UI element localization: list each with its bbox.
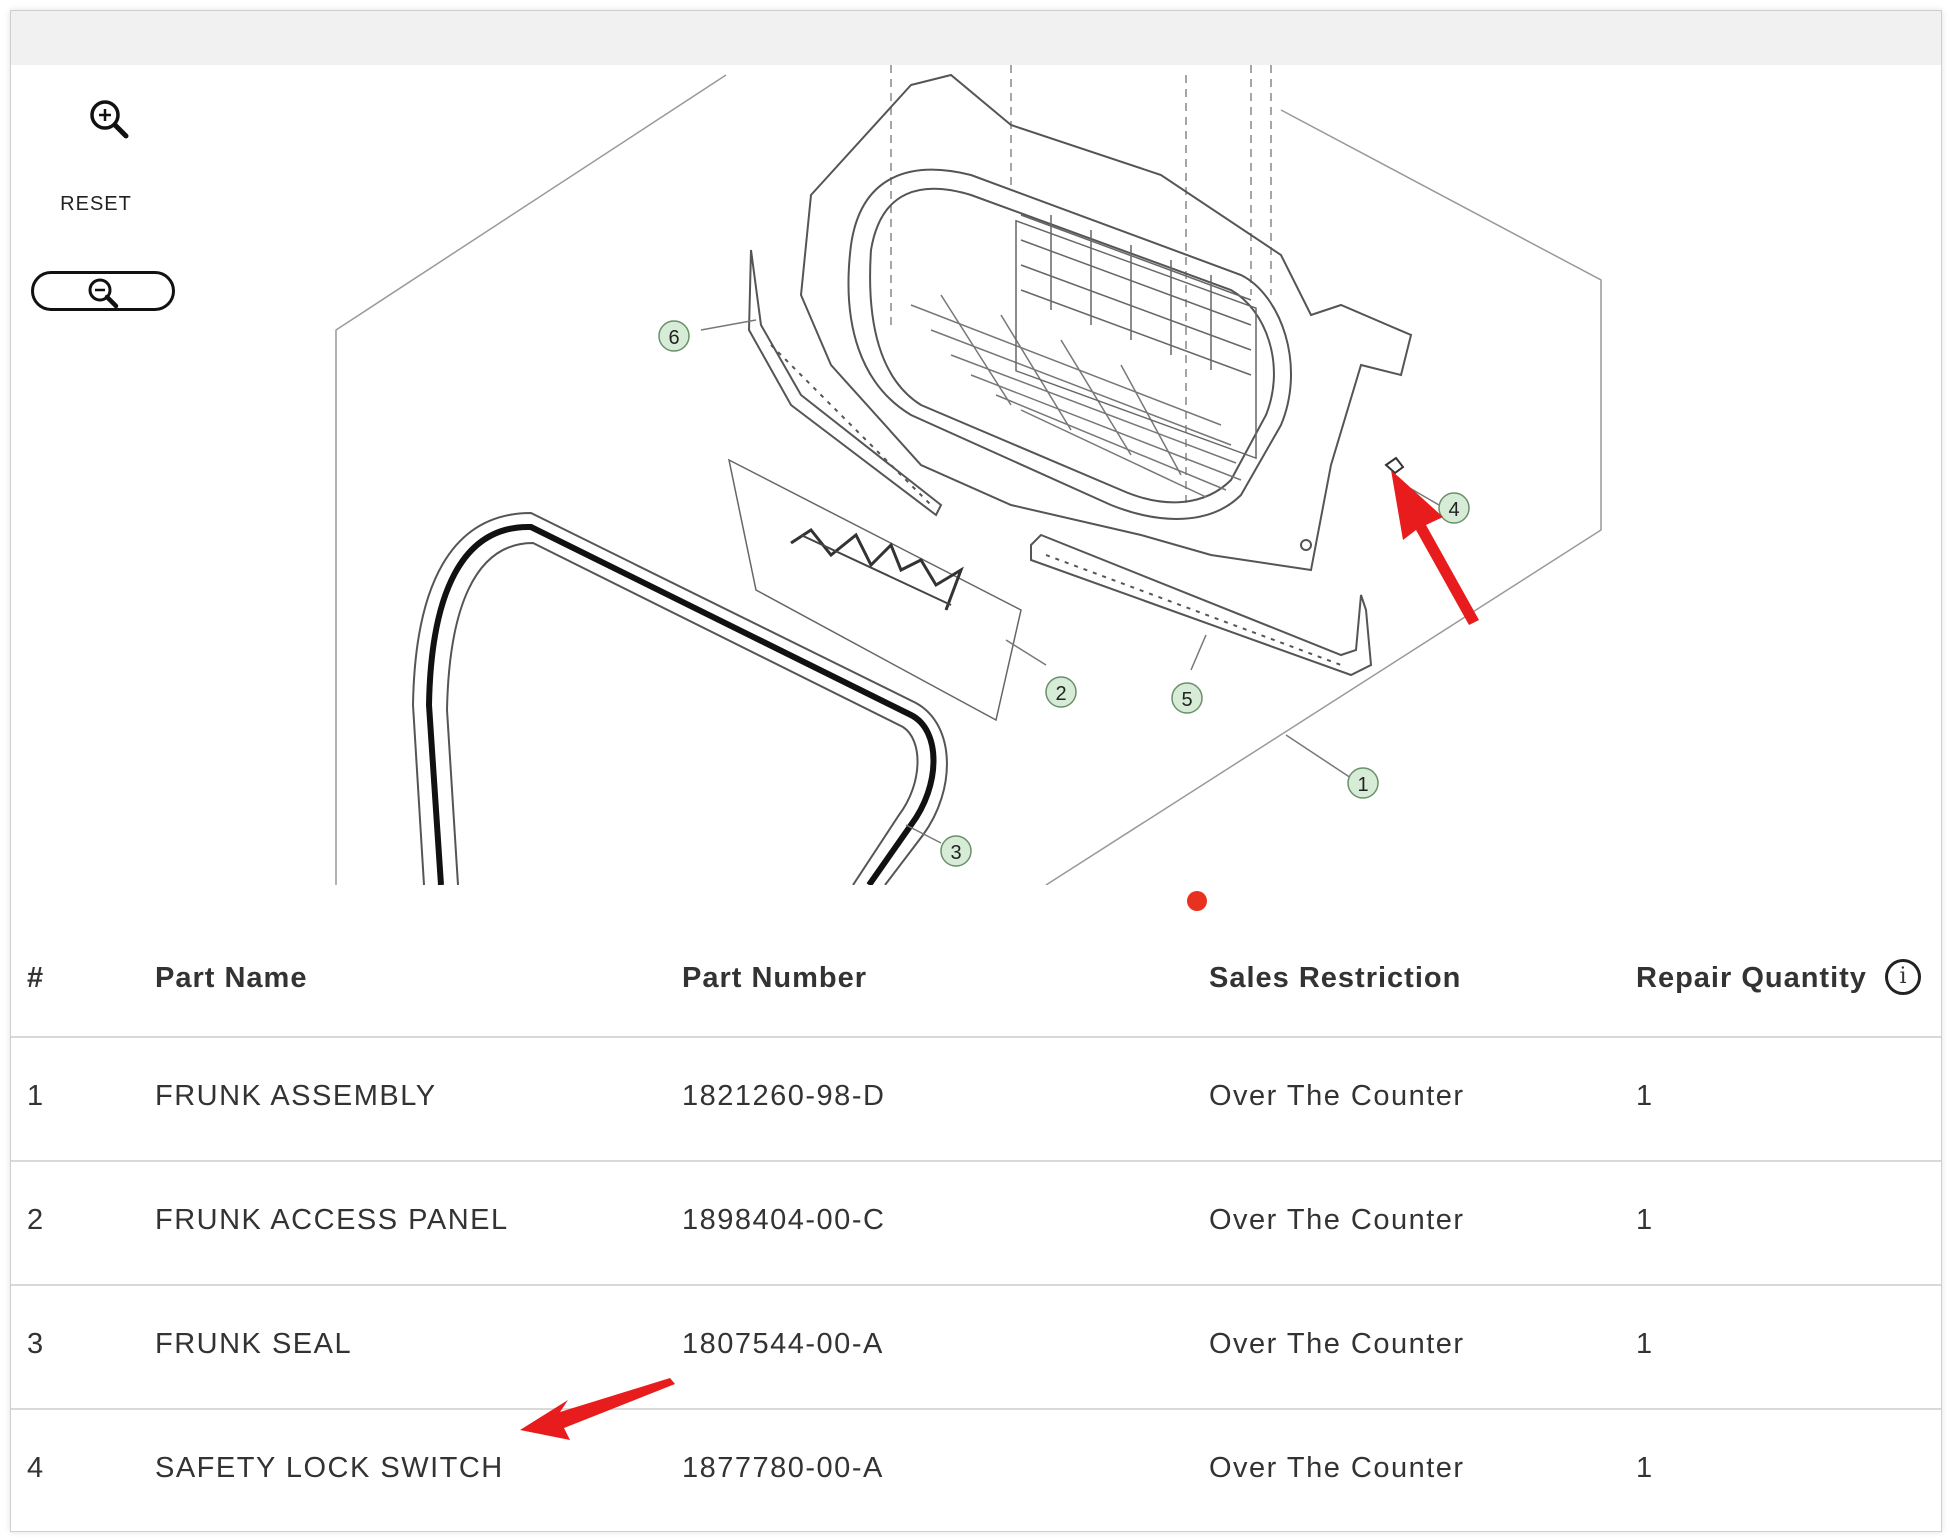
header-part-number: Part Number [682, 962, 868, 994]
table-header: # Part Name Part Number Sales Restrictio… [11, 926, 1941, 1038]
callout-5-label: 5 [1181, 689, 1192, 711]
cell-part-name: FRUNK ASSEMBLY [155, 1080, 437, 1112]
cell-repair-quantity: 1 [1636, 1204, 1654, 1236]
header-index: # [27, 962, 45, 994]
cell-repair-quantity: 1 [1636, 1452, 1654, 1484]
cell-repair-quantity: 1 [1636, 1328, 1654, 1360]
parts-viewer-window: RESET [10, 10, 1942, 1532]
header-part-name: Part Name [155, 962, 308, 994]
callout-2-label: 2 [1055, 683, 1066, 705]
callout-3-label: 3 [950, 842, 961, 864]
cell-part-name: FRUNK ACCESS PANEL [155, 1204, 509, 1236]
cell-part-name: FRUNK SEAL [155, 1328, 353, 1360]
table-row[interactable]: 3 FRUNK SEAL 1807544-00-A Over The Count… [11, 1286, 1941, 1410]
table-row[interactable]: 1 FRUNK ASSEMBLY 1821260-98-D Over The C… [11, 1038, 1941, 1162]
safety-lock-switch-drawing [1384, 456, 1405, 475]
cell-index: 4 [27, 1452, 45, 1484]
cell-index: 1 [27, 1080, 45, 1112]
parts-table: # Part Name Part Number Sales Restrictio… [11, 926, 1941, 1531]
cell-sales-restriction: Over The Counter [1209, 1452, 1465, 1484]
cell-sales-restriction: Over The Counter [1209, 1328, 1465, 1360]
exploded-parts-diagram: 1 2 3 4 5 6 [335, 65, 1602, 885]
right-trim-strip-drawing [1030, 533, 1373, 677]
zoom-in-icon[interactable] [81, 91, 141, 151]
cell-part-number: 1807544-00-A [682, 1328, 884, 1360]
cell-part-number: 1821260-98-D [682, 1080, 886, 1112]
cell-index: 2 [27, 1204, 45, 1236]
cell-repair-quantity: 1 [1636, 1080, 1654, 1112]
reset-button[interactable]: RESET [60, 193, 132, 215]
frunk-seal-drawing [411, 511, 948, 885]
callout-2[interactable]: 2 [1045, 676, 1077, 708]
cell-sales-restriction: Over The Counter [1209, 1204, 1465, 1236]
top-bar [11, 11, 1941, 65]
callout-6[interactable]: 6 [658, 320, 690, 352]
zoom-out-icon [88, 278, 119, 309]
left-trim-strip-drawing [747, 249, 943, 517]
pager-dot-active[interactable] [1187, 891, 1207, 911]
callout-3[interactable]: 3 [940, 835, 972, 867]
header-sales-restriction: Sales Restriction [1209, 962, 1462, 994]
cell-index: 3 [27, 1328, 45, 1360]
annotation-arrow-diagram [1391, 470, 1479, 625]
header-repair-quantity: Repair Quantity [1636, 962, 1867, 994]
table-row[interactable]: 4 SAFETY LOCK SWITCH 1877780-00-A Over T… [11, 1410, 1941, 1531]
callout-5[interactable]: 5 [1171, 682, 1203, 714]
table-row[interactable]: 2 FRUNK ACCESS PANEL 1898404-00-C Over T… [11, 1162, 1941, 1286]
frunk-access-panel-drawing [727, 458, 1022, 722]
cell-part-number: 1877780-00-A [682, 1452, 884, 1484]
cell-part-name: SAFETY LOCK SWITCH [155, 1452, 504, 1484]
callout-4[interactable]: 4 [1438, 492, 1470, 524]
callout-6-label: 6 [668, 327, 679, 349]
frunk-assembly-drawing [799, 73, 1413, 572]
callout-4-label: 4 [1448, 499, 1459, 521]
callout-1-label: 1 [1357, 774, 1368, 796]
annotation-arrow-table [520, 1378, 675, 1440]
cell-sales-restriction: Over The Counter [1209, 1080, 1465, 1112]
cell-part-number: 1898404-00-C [682, 1204, 886, 1236]
info-icon[interactable]: i [1885, 959, 1921, 995]
zoom-out-button[interactable] [31, 271, 175, 311]
callout-1[interactable]: 1 [1347, 767, 1379, 799]
